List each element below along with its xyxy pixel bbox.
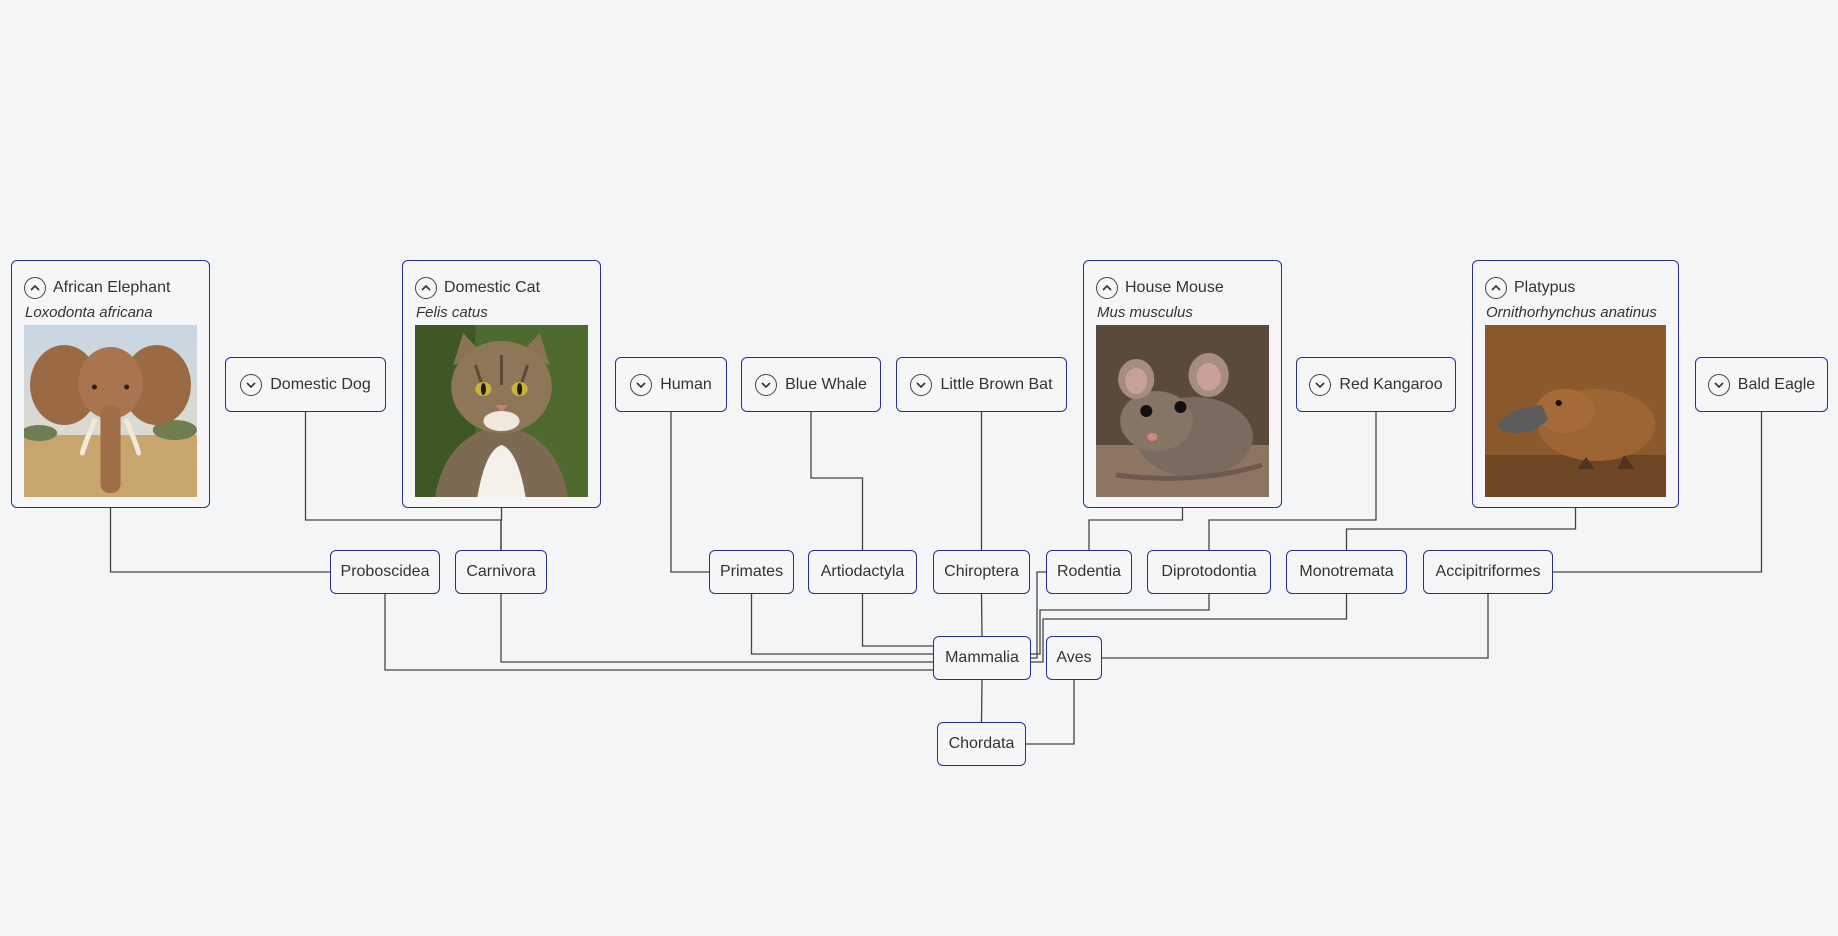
node-chiroptera[interactable]: Chiroptera bbox=[933, 550, 1030, 594]
node-monotremata[interactable]: Monotremata bbox=[1286, 550, 1407, 594]
chevron-up-icon[interactable] bbox=[1096, 277, 1118, 299]
node-label: Bald Eagle bbox=[1737, 375, 1816, 393]
node-red-kangaroo[interactable]: Red Kangaroo bbox=[1296, 357, 1456, 412]
edge-mouse-rodentia bbox=[1088, 508, 1184, 550]
node-label: African Elephant bbox=[53, 279, 171, 296]
cat-photo bbox=[415, 325, 588, 497]
edge-rodentia-mammalia bbox=[1031, 571, 1046, 659]
chevron-down-icon[interactable] bbox=[1309, 373, 1332, 396]
node-chordata[interactable]: Chordata bbox=[937, 722, 1026, 766]
node-diprotodontia[interactable]: Diprotodontia bbox=[1147, 550, 1271, 594]
chevron-up-icon[interactable] bbox=[24, 277, 46, 299]
node-artiodactyla[interactable]: Artiodactyla bbox=[808, 550, 917, 594]
node-label: House Mouse bbox=[1125, 279, 1224, 296]
node-blue-whale[interactable]: Blue Whale bbox=[741, 357, 881, 412]
node-primates[interactable]: Primates bbox=[709, 550, 794, 594]
node-house-mouse[interactable]: House Mouse Mus musculus bbox=[1083, 260, 1282, 508]
edge-elephant-proboscidea bbox=[109, 508, 330, 573]
node-carnivora[interactable]: Carnivora bbox=[455, 550, 547, 594]
node-label: Domestic Dog bbox=[270, 375, 371, 393]
chevron-down-icon[interactable] bbox=[910, 373, 933, 396]
scientific-name: Mus musculus bbox=[1097, 304, 1193, 321]
edge-eagle-accipitriformes bbox=[1553, 412, 1763, 573]
chevron-up-icon[interactable] bbox=[1485, 277, 1507, 299]
scientific-name: Loxodonta africana bbox=[25, 304, 153, 321]
node-label: Human bbox=[660, 375, 712, 393]
node-domestic-cat[interactable]: Domestic Cat Felis catus bbox=[402, 260, 601, 508]
node-label: Domestic Cat bbox=[444, 279, 541, 296]
node-domestic-dog[interactable]: Domestic Dog bbox=[225, 357, 386, 412]
node-proboscidea[interactable]: Proboscidea bbox=[330, 550, 440, 594]
edge-chiroptera-mammalia bbox=[980, 593, 983, 637]
node-mammalia[interactable]: Mammalia bbox=[933, 636, 1031, 680]
node-bald-eagle[interactable]: Bald Eagle bbox=[1695, 357, 1828, 412]
edge-carnivora-mammalia bbox=[500, 594, 933, 663]
node-african-elephant[interactable]: African Elephant Loxodonta africana bbox=[11, 260, 210, 508]
edge-aves-chordata bbox=[1026, 680, 1075, 745]
edge-whale-artiodactyla bbox=[810, 412, 864, 550]
chevron-down-icon[interactable] bbox=[1707, 373, 1730, 396]
platypus-photo bbox=[1485, 325, 1666, 497]
edge-monotremata-mammalia bbox=[1031, 594, 1348, 663]
scientific-name: Ornithorhynchus anatinus bbox=[1486, 304, 1657, 321]
edge-kangaroo-diprotodontia bbox=[1208, 412, 1377, 550]
node-human[interactable]: Human bbox=[615, 357, 727, 412]
node-platypus[interactable]: Platypus Ornithorhynchus anatinus bbox=[1472, 260, 1679, 508]
scientific-name: Felis catus bbox=[416, 304, 488, 321]
node-rodentia[interactable]: Rodentia bbox=[1046, 550, 1132, 594]
chevron-down-icon[interactable] bbox=[240, 373, 263, 396]
edge-diprotodontia-mammalia bbox=[1031, 594, 1210, 655]
node-aves[interactable]: Aves bbox=[1046, 636, 1102, 680]
edge-cat-carnivora bbox=[500, 508, 503, 550]
edge-platypus-monotremata bbox=[1345, 508, 1577, 550]
node-label: Little Brown Bat bbox=[940, 375, 1053, 393]
node-label: Blue Whale bbox=[785, 375, 867, 393]
mouse-photo bbox=[1096, 325, 1269, 497]
edge-accipitriformes-aves bbox=[1102, 594, 1489, 659]
edge-human-primates bbox=[670, 412, 709, 573]
node-label: Platypus bbox=[1514, 279, 1576, 296]
node-little-brown-bat[interactable]: Little Brown Bat bbox=[896, 357, 1067, 412]
elephant-photo bbox=[24, 325, 197, 497]
chevron-down-icon[interactable] bbox=[755, 373, 778, 396]
node-label: Red Kangaroo bbox=[1339, 375, 1443, 393]
edge-artiodactyla-mammalia bbox=[861, 594, 933, 647]
chevron-up-icon[interactable] bbox=[415, 277, 437, 299]
edge-proboscidea-mammalia bbox=[384, 594, 933, 671]
node-accipitriformes[interactable]: Accipitriformes bbox=[1423, 550, 1553, 594]
edge-primates-mammalia bbox=[750, 594, 933, 655]
edge-mammalia-chordata bbox=[980, 679, 983, 723]
chevron-down-icon[interactable] bbox=[630, 373, 653, 396]
